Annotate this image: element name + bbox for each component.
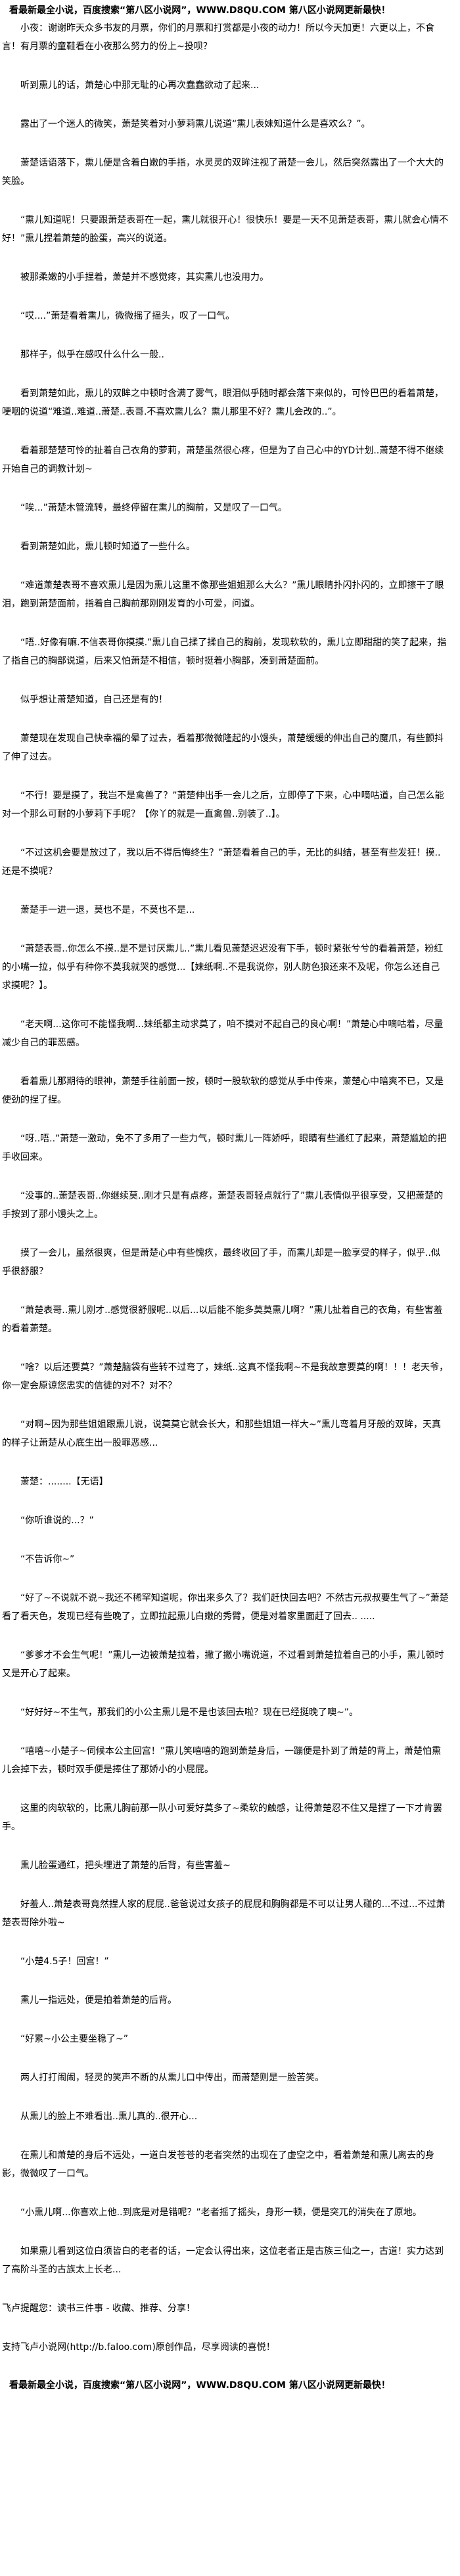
story-paragraph: 露出了一个迷人的微笑，萧楚笑着对小萝莉熏儿说道“熏儿表妹知道什么是喜欢么？”。 [20, 119, 371, 129]
story-paragraph: 这里的肉软软的，比熏儿胸前那一队小可爱好莫多了~柔软的触感，让得萧楚忍不住又是捏… [2, 1803, 442, 1832]
story-paragraph: “唔..好像有嘛.不信表哥你摸摸.”熏儿自己揉了揉自己的胸前，发现软软的，熏儿立… [2, 637, 447, 666]
site-banner-bottom: 看最新最全小说，百度搜索“第八区小说网”，WWW.D8QU.COM 第八区小说网… [9, 2380, 390, 2391]
story-paragraph: 从熏儿的脸上不难看出..熏儿真的..很开心... [20, 2111, 198, 2122]
story-paragraph: “小熏儿啊...你喜欢上他..到底是对是错呢？”老者摇了摇头，身形一顿，便是突兀… [20, 2207, 422, 2218]
story-paragraph: “小楚4.5子！回宫！” [20, 1956, 109, 1967]
story-paragraph: 听到熏儿的话，萧楚心中那无耻的心再次蠢蠢欲动了起来... [20, 80, 260, 91]
story-paragraph: “老天啊...这你可不能怪我啊...妹纸都主动求莫了，咱不摸对不起自己的良心啊！… [2, 1019, 444, 1048]
reminder-text: 飞卢提醒您：读书三件事 - 收藏、推荐、分享！ [2, 2303, 195, 2314]
story-paragraph: “好好好~不生气，那我们的小公主熏儿是不是也该回去啦？现在已经挺晚了噢~”。 [20, 1707, 358, 1718]
story-paragraph: 看到萧楚如此，熏儿的双眸之中顿时含满了雾气，眼泪似乎随时都会落下来似的，可怜巴巴… [2, 388, 444, 417]
story-paragraph: “不过这机会要是放过了，我以后不得后悔终生？”萧楚看着自己的手，无比的纠结，甚至… [2, 848, 441, 877]
story-paragraph: 看到萧楚如此，熏儿顿时知道了一些什么。 [20, 541, 195, 552]
story-paragraph: “嘻嘻~小楚子~伺候本公主回宫！”熏儿笑嘻嘻的跑到萧楚身后，一蹦便是扑到了萧楚的… [2, 1746, 441, 1775]
story-paragraph: “好累~小公主要坐稳了~” [20, 2034, 128, 2044]
story-paragraph: “萧楚表哥..你怎么不摸..是不是讨厌熏儿..”熏儿看见萧楚迟迟没有下手，顿时紧… [2, 944, 444, 991]
story-paragraph: 如果熏儿看到这位白须皆白的老者的话，一定会认得出来，这位老者正是古族三仙之一，古… [2, 2246, 444, 2275]
story-paragraph: 看着熏儿那期待的眼神，萧楚手往前面一按，顿时一股软软的感觉从手中传来，萧楚心中暗… [2, 1076, 444, 1105]
story-paragraph: 似乎想让萧楚知道，自己还是有的！ [20, 695, 168, 705]
story-paragraph: 两人打打闹闹，轻灵的笑声不断的从熏儿口中传出，而萧楚则是一脸苦笑。 [20, 2073, 324, 2083]
story-paragraph: “萧楚表哥..熏儿刚才..感觉很舒服呢..以后...以后能不能多莫莫熏儿啊？”熏… [2, 1305, 443, 1334]
story-paragraph: “你听谁说的...？” [20, 1515, 94, 1526]
support-text: 支持飞卢小说网(http://b.faloo.com)原创作品，尽享阅读的喜悦！ [2, 2342, 275, 2353]
story-paragraph: 熏儿脸蛋通红，把头埋进了萧楚的后背，有些害羞~ [20, 1860, 231, 1871]
story-paragraph: “哎....”萧楚看着熏儿，微微摇了摇头，叹了一口气。 [20, 311, 235, 321]
story-paragraph: “不行！要是摸了，我岂不是禽兽了？”萧楚伸出手一会儿之后，立即停了下来，心中嘀咕… [2, 791, 444, 819]
story-paragraph: 被那柔嫩的小手捏着，萧楚并不感觉疼，其实熏儿也没用力。 [20, 272, 269, 283]
story-paragraph: “对啊~因为那些姐姐跟熏儿说，说莫莫它就会长大，和那些姐姐一样大~”熏儿弯着月牙… [2, 1419, 441, 1448]
story-paragraph: 摸了一会儿，虽然很爽，但是萧楚心中有些愧疚，最终收回了手，而熏儿却是一脸享受的样… [2, 1248, 440, 1277]
story-paragraph: 萧楚现在发现自己快幸福的晕了过去，看着那微微隆起的小馒头，萧楚缓缓的伸出自己的魔… [2, 733, 444, 762]
story-paragraph: 好羞人..萧楚表哥竟然捏人家的屁屁..爸爸说过女孩子的屁屁和胸胸都是不可以让男人… [2, 1899, 446, 1928]
story-paragraph: 萧楚：........【无语】 [20, 1477, 108, 1487]
story-paragraph: “不告诉你~” [20, 1554, 75, 1565]
story-paragraph: “唉...”萧楚木管流转，最终停留在熏儿的胸前，又是叹了一口气。 [20, 503, 287, 513]
author-note-paragraph: 小夜：谢谢昨天众多书友的月票，你们的月票和打赏都是小夜的动力！所以今天加更！六更… [2, 23, 434, 52]
story-paragraph: 萧楚话语落下，熏儿便是含着白嫩的手指，水灵灵的双眸注视了萧楚一会儿，然后突然露出… [2, 158, 444, 187]
footer-notes: 飞卢提醒您：读书三件事 - 收藏、推荐、分享！ 支持飞卢小说网(http://b… [0, 2299, 455, 2357]
story-paragraph: 熏儿一指远处，便是拍着萧楚的后背。 [20, 1995, 177, 2006]
story-paragraph: 那样子，似乎在感叹什么什么一般.. [20, 350, 164, 360]
story-paragraph: “呀..唔..”萧楚一激动，免不了多用了一些力气，顿时熏儿一阵娇呼，眼睛有些通红… [2, 1134, 447, 1162]
story-paragraph: “好了~不说就不说~我还不稀罕知道呢，你出来多久了？我们赶快回去吧？不然古元叔叔… [2, 1593, 449, 1622]
story-paragraph: 看着那楚楚可怜的扯着自己衣角的萝莉，萧楚虽然很心疼，但是为了自己心中的YD计划.… [2, 446, 444, 474]
story-paragraph: “难道萧楚表哥不喜欢熏儿是因为熏儿这里不像那些姐姐那么大么？”熏儿眼睛扑闪扑闪的… [2, 580, 444, 609]
site-banner-top: 看最新最全小说，百度搜索“第八区小说网”，WWW.D8QU.COM 第八区小说网… [9, 5, 390, 16]
story-paragraph: “啥？以后还要莫？”萧楚脑袋有些转不过弯了，妹纸..这真不怪我啊~不是我故意要莫… [2, 1362, 449, 1391]
story-paragraph: 在熏儿和萧楚的身后不远处，一道白发苍苍的老者突然的出现在了虚空之中，看着萧楚和熏… [2, 2150, 434, 2179]
chapter-content: 小夜：谢谢昨天众多书友的月票，你们的月票和打赏都是小夜的动力！所以今天加更！六更… [0, 19, 455, 2279]
story-paragraph: “没事的..萧楚表哥..你继续莫..刚才只是有点疼，萧楚表哥轻点就行了”熏儿表情… [2, 1191, 444, 1220]
story-paragraph: “爹爹才不会生气呢！”熏儿一边被萧楚拉着，撇了撇小嘴说道，不过看到萧楚拉着自己的… [2, 1650, 444, 1679]
story-paragraph: 萧楚手一进一退，莫也不是，不莫也不是... [20, 905, 195, 915]
story-paragraph: “熏儿知道呢！只要跟萧楚表哥在一起，熏儿就很开心！很快乐！要是一天不见萧楚表哥，… [2, 215, 449, 244]
